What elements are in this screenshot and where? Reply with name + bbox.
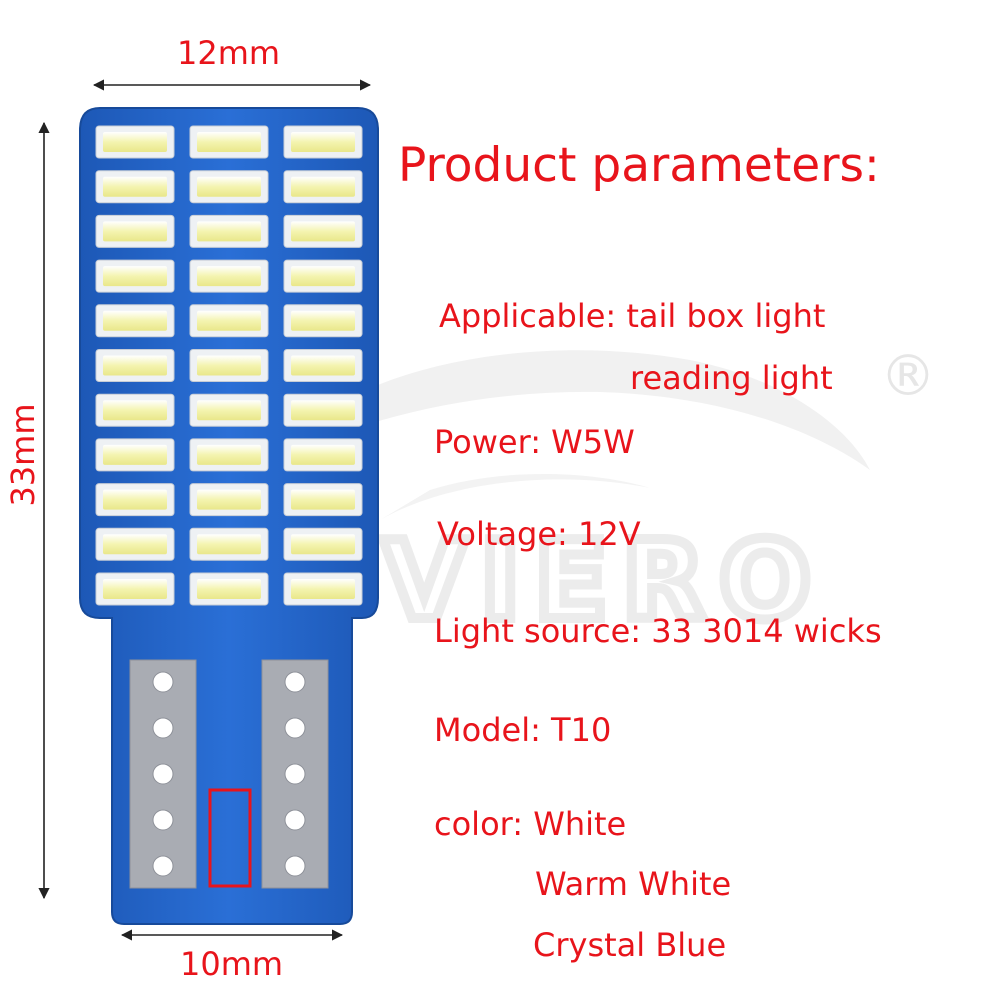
led-chip-lens bbox=[291, 444, 355, 465]
led-chip-lens bbox=[197, 310, 261, 331]
voltage-text: Voltage: 12V bbox=[437, 515, 641, 553]
color-text: color: White bbox=[434, 805, 627, 843]
led-chip-lens bbox=[103, 221, 167, 242]
contact-hole bbox=[152, 809, 174, 831]
watermark-swoosh-inner bbox=[380, 474, 650, 520]
center-marker bbox=[208, 788, 252, 888]
led-chip-lens bbox=[197, 266, 261, 287]
applicable-text-cont: reading light bbox=[630, 359, 833, 397]
led-chip-lens bbox=[291, 132, 355, 152]
led-chip-lens bbox=[103, 176, 167, 197]
led-chip-lens bbox=[291, 579, 355, 599]
led-chip-lens bbox=[291, 221, 355, 242]
led-chip-lens bbox=[291, 534, 355, 555]
contact-hole bbox=[152, 763, 174, 785]
parameters-heading: Product parameters: bbox=[398, 138, 880, 193]
led-chip-lens bbox=[103, 400, 167, 421]
led-chip-lens bbox=[197, 534, 261, 555]
contact-hole bbox=[152, 717, 174, 739]
watermark-swoosh bbox=[260, 350, 870, 470]
width-dimension-label: 12mm bbox=[177, 34, 281, 72]
contact-hole bbox=[152, 855, 174, 877]
contact-hole bbox=[284, 763, 306, 785]
watermark-registered-mark: ® bbox=[880, 344, 936, 409]
led-chip-lens bbox=[103, 266, 167, 287]
contact-hole bbox=[284, 855, 306, 877]
led-chip-lens bbox=[103, 355, 167, 376]
led-chip-lens bbox=[103, 489, 167, 510]
led-chip-lens bbox=[197, 444, 261, 465]
color-option-crystal-blue: Crystal Blue bbox=[533, 926, 727, 964]
led-chip-lens bbox=[197, 132, 261, 152]
model-text: Model: T10 bbox=[434, 711, 612, 749]
power-text: Power: W5W bbox=[434, 423, 635, 461]
led-chip-lens bbox=[103, 310, 167, 331]
led-chip-lens bbox=[291, 400, 355, 421]
led-chip-lens bbox=[103, 579, 167, 599]
led-chip-lens bbox=[197, 400, 261, 421]
led-chip-lens bbox=[103, 534, 167, 555]
led-chip-lens bbox=[197, 176, 261, 197]
color-option-warm-white: Warm White bbox=[535, 865, 732, 903]
led-chip-lens bbox=[291, 310, 355, 331]
led-chip-lens bbox=[197, 221, 261, 242]
contact-hole bbox=[152, 671, 174, 693]
led-chip-grid bbox=[95, 125, 363, 606]
led-chip-lens bbox=[291, 176, 355, 197]
contact-hole bbox=[284, 671, 306, 693]
light-source-text: Light source: 33 3014 wicks bbox=[434, 612, 882, 650]
led-chip-lens bbox=[291, 355, 355, 376]
led-chip-lens bbox=[291, 266, 355, 287]
base-dimension-label: 10mm bbox=[180, 945, 284, 983]
height-dimension-label: 33mm bbox=[4, 403, 42, 507]
contact-holes bbox=[152, 671, 306, 877]
applicable-text: Applicable: tail box light bbox=[439, 297, 826, 335]
led-chip-lens bbox=[103, 132, 167, 152]
led-chip-lens bbox=[103, 444, 167, 465]
contact-hole bbox=[284, 717, 306, 739]
led-chip-lens bbox=[291, 489, 355, 510]
contact-hole bbox=[284, 809, 306, 831]
led-chip-lens bbox=[197, 489, 261, 510]
led-chip-lens bbox=[197, 579, 261, 599]
led-chip-lens bbox=[197, 355, 261, 376]
